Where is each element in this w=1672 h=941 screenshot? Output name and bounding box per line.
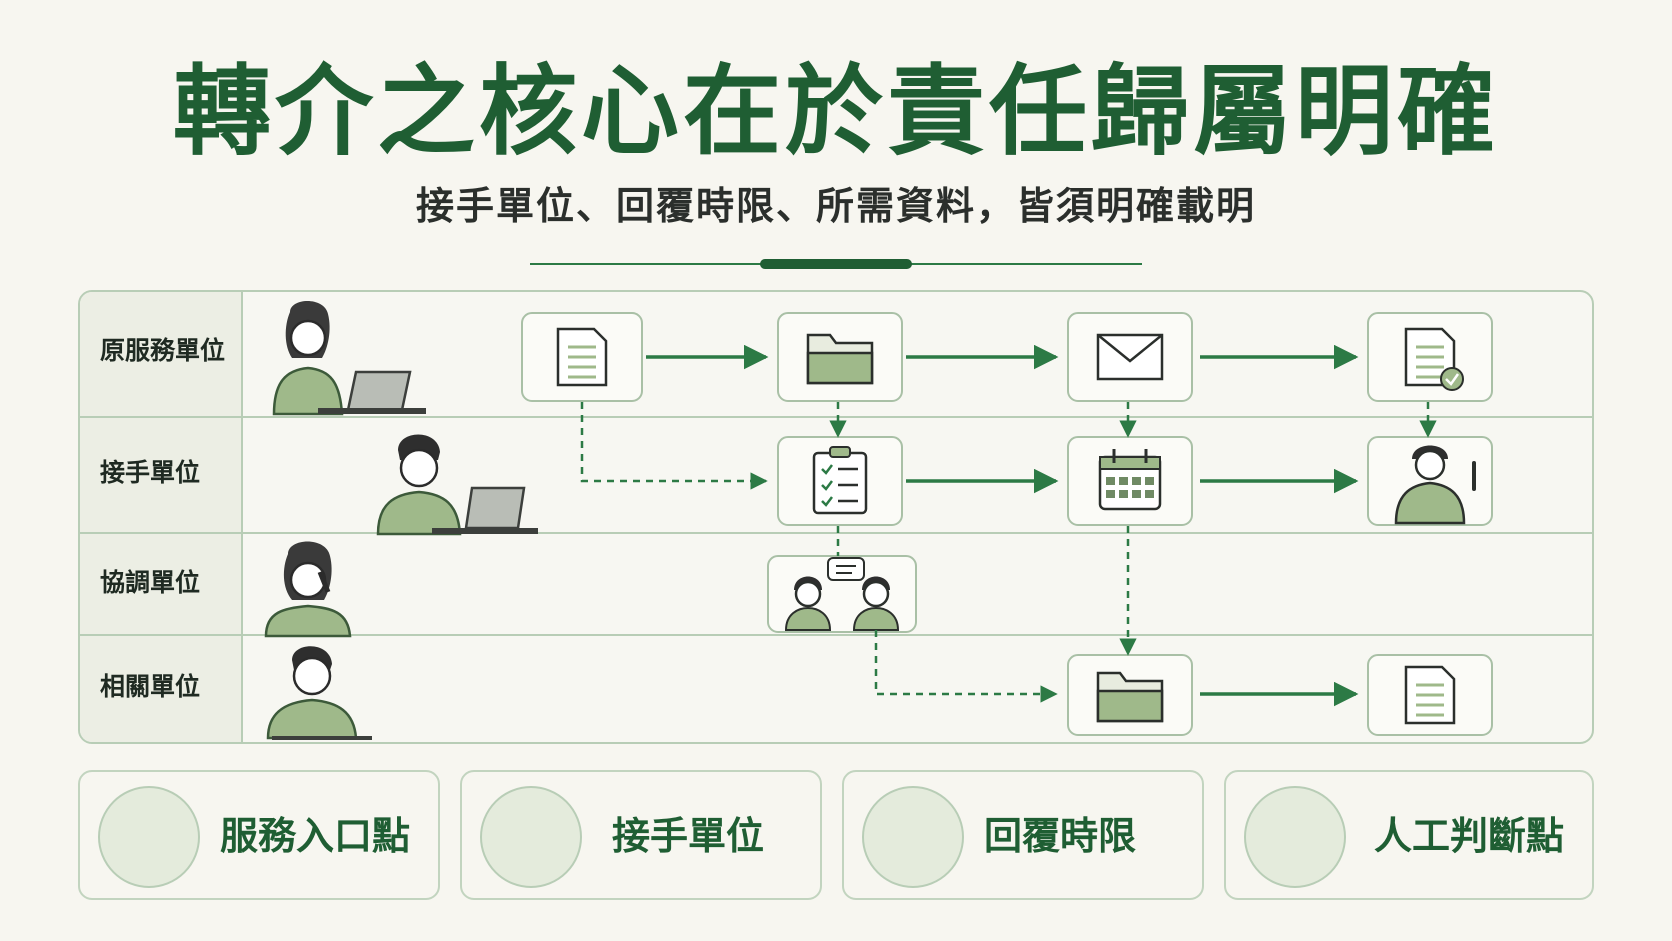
legend-icon-circle (862, 786, 964, 888)
lane-label-column (80, 292, 243, 742)
page-title: 轉介之核心在於責任歸屬明確 (172, 55, 1499, 169)
legend-icon-circle (480, 786, 582, 888)
lane-separator (80, 634, 1592, 636)
legend-icon-circle (98, 786, 200, 888)
page-subtitle: 接手單位、回覆時限、所需資料，皆須明確載明 (415, 184, 1256, 228)
lane-separator (80, 416, 1592, 418)
title-divider-accent (760, 259, 912, 269)
swimlane-panel: 原服務單位 接手單位 協調單位 相關單位 (78, 290, 1594, 744)
lane-label-related-unit: 相關單位 (100, 672, 201, 701)
legend-reply-deadline: 回覆時限 (842, 770, 1204, 900)
legend-label: 人工判斷點 (1374, 814, 1565, 858)
legend-label: 回覆時限 (984, 814, 1137, 858)
lane-label-original-unit: 原服務單位 (100, 336, 226, 365)
legend-label: 服務入口點 (220, 814, 411, 858)
lane-label-coordinating-unit: 協調單位 (100, 568, 201, 597)
legend-manual-decision: 人工判斷點 (1224, 770, 1594, 900)
lane-separator (80, 532, 1592, 534)
legend-label: 接手單位 (612, 814, 765, 858)
legend-receiving-unit: 接手單位 (460, 770, 822, 900)
legend-icon-circle (1244, 786, 1346, 888)
lane-label-receiving-unit: 接手單位 (100, 458, 201, 487)
legend-service-entry: 服務入口點 (78, 770, 440, 900)
